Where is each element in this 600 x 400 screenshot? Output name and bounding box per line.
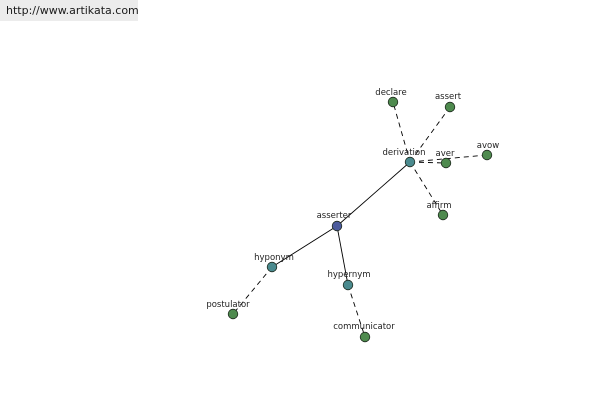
graph-labels: asserter derivation hyponym hypernym declare… — [206, 88, 499, 332]
node-hypernym[interactable] — [342, 279, 354, 291]
edge-asserter-derivation — [336, 161, 411, 227]
graph-edges — [232, 101, 488, 338]
node-derivation[interactable] — [404, 156, 416, 168]
label-derivation[interactable]: derivation — [382, 148, 425, 158]
label-communicator[interactable]: communicator — [333, 322, 395, 332]
edge-derivation-declare — [392, 101, 411, 163]
label-asserter[interactable]: asserter — [317, 211, 352, 221]
node-affirm[interactable] — [437, 209, 449, 221]
edge-hyponym-postulator — [232, 266, 273, 315]
node-declare[interactable] — [387, 96, 399, 108]
label-affirm[interactable]: affirm — [426, 201, 451, 211]
node-assert[interactable] — [444, 101, 456, 113]
edge-asserter-hyponym — [271, 225, 338, 268]
label-avow[interactable]: avow — [477, 141, 499, 151]
edge-derivation-affirm — [409, 161, 444, 216]
node-aver[interactable] — [440, 157, 452, 169]
node-hyponym[interactable] — [266, 261, 278, 273]
node-postulator[interactable] — [227, 308, 239, 320]
edge-derivation-assert — [409, 106, 451, 163]
edge-hypernym-communicator — [347, 284, 366, 338]
node-avow[interactable] — [481, 149, 493, 161]
source-url[interactable]: http://www.artikata.com — [6, 4, 139, 17]
node-asserter[interactable] — [331, 220, 343, 232]
label-hyponym[interactable]: hyponym — [254, 253, 294, 263]
graph-nodes — [227, 96, 493, 343]
edge-asserter-hypernym — [336, 225, 349, 286]
source-banner: http://www.artikata.com — [0, 0, 139, 21]
node-communicator[interactable] — [359, 331, 371, 343]
label-declare[interactable]: declare — [375, 88, 406, 98]
label-hypernym[interactable]: hypernym — [327, 270, 370, 280]
label-postulator[interactable]: postulator — [206, 300, 250, 310]
label-assert[interactable]: assert — [435, 92, 462, 102]
edge-derivation-aver — [409, 161, 447, 164]
label-aver[interactable]: aver — [436, 149, 455, 159]
